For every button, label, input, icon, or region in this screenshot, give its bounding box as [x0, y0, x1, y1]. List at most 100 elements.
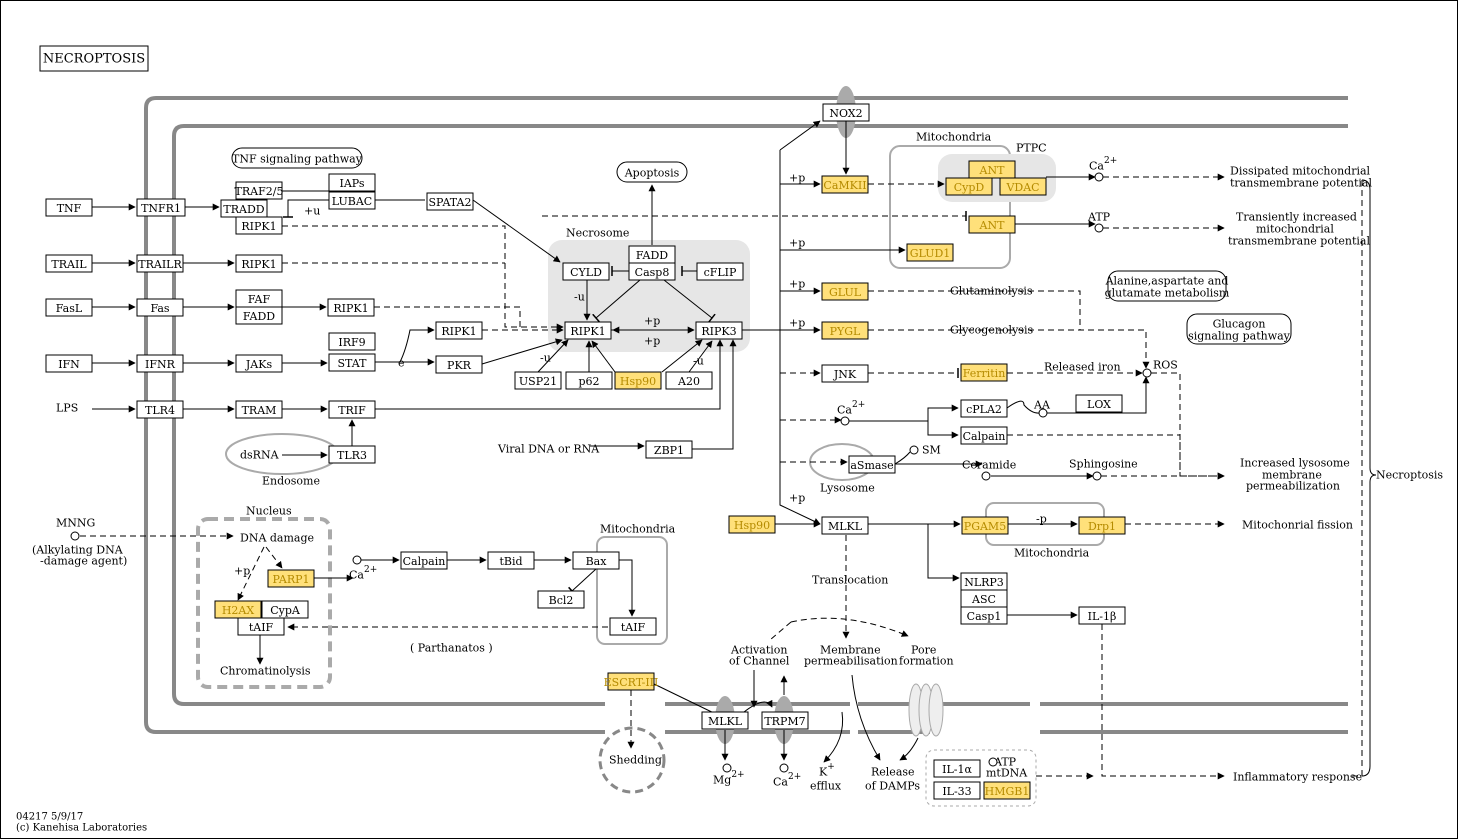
gene-tnfr1[interactable]: TNFR1 [136, 198, 186, 217]
gene-fadd-b[interactable]: FADD [628, 245, 676, 264]
gene-asc[interactable]: ASC [960, 589, 1008, 608]
label-lyso2: membrane [1262, 469, 1322, 482]
gene-a20[interactable]: A20 [665, 371, 713, 390]
gene-ripk1-d[interactable]: RIPK1 [435, 321, 483, 340]
damp-vesicle [925, 749, 1037, 807]
gene-ripk1-a[interactable]: RIPK1 [235, 216, 283, 235]
gene-taif-b[interactable]: tAIF [609, 617, 657, 636]
gene-cypa[interactable]: CypA [261, 600, 309, 619]
gene-ripk1-c[interactable]: RIPK1 [327, 298, 375, 317]
gene-taif-a[interactable]: tAIF [237, 617, 285, 636]
gene-hmgb1[interactable]: HMGB1 [983, 781, 1031, 800]
map-link-label: Apoptosis [624, 167, 680, 180]
gene-p62[interactable]: p62 [565, 371, 613, 390]
gene-bcl2[interactable]: Bcl2 [537, 590, 585, 609]
gene-asmase[interactable]: aSmase [848, 455, 896, 474]
gene-vdac[interactable]: VDAC [999, 177, 1047, 196]
gene-label: HMGB1 [985, 785, 1030, 798]
gene-il1a[interactable]: IL-1α [933, 759, 981, 778]
gene-ripk3[interactable]: RIPK3 [695, 321, 743, 340]
gene-nlrp3[interactable]: NLRP3 [960, 572, 1008, 591]
gene-label: ZBP1 [654, 444, 684, 457]
gene-nox2[interactable]: NOX2 [822, 103, 870, 122]
gene-traf25[interactable]: TRAF2/5 [235, 181, 284, 200]
gene-casp1[interactable]: Casp1 [960, 606, 1008, 625]
gene-ferritin[interactable]: Ferritin [960, 363, 1008, 382]
gene-trailr[interactable]: TRAILR [136, 254, 184, 273]
gene-casp8[interactable]: Casp8 [628, 262, 676, 281]
necroptosis-brace [1361, 179, 1377, 777]
gene-cpla2[interactable]: cPLA2 [960, 399, 1008, 418]
shedding-vesicle [598, 726, 666, 794]
gene-camkii[interactable]: CaMKII [821, 175, 869, 194]
gene-pkr[interactable]: PKR [435, 355, 483, 374]
gene-mlkl-a[interactable]: MLKL [821, 516, 869, 535]
gene-ripk1-n[interactable]: RIPK1 [564, 321, 612, 340]
gene-tlr3[interactable]: TLR3 [328, 445, 376, 464]
gene-pygl[interactable]: PYGL [821, 321, 869, 340]
label-minus-u: -u [693, 355, 704, 368]
gene-ifnr[interactable]: IFNR [136, 354, 184, 373]
gene-hsp90-a[interactable]: Hsp90 [614, 371, 662, 390]
gene-glul[interactable]: GLUL [821, 282, 869, 301]
gene-h2ax[interactable]: H2AX [214, 600, 262, 619]
gene-tbid[interactable]: tBid [487, 551, 535, 570]
label-dsrna: dsRNA [240, 449, 280, 462]
gene-jnk[interactable]: JNK [821, 364, 869, 383]
gene-fadd-a[interactable]: FADD [235, 306, 283, 325]
gene-spata2[interactable]: SPATA2 [426, 192, 474, 211]
gene-tnf[interactable]: TNF [45, 198, 93, 217]
gene-usp21[interactable]: USP21 [514, 371, 562, 390]
gene-tram[interactable]: TRAM [235, 400, 283, 419]
gene-ant-b[interactable]: ANT [968, 215, 1016, 234]
gene-irf9[interactable]: IRF9 [328, 332, 376, 351]
gene-cypd[interactable]: CypD [945, 177, 993, 196]
gene-iaps[interactable]: IAPs [328, 173, 376, 192]
gene-ifn[interactable]: IFN [45, 354, 93, 373]
gene-glud1[interactable]: GLUD1 [906, 243, 954, 262]
gene-label: TRAF2/5 [235, 185, 284, 198]
gene-label: FADD [243, 310, 275, 323]
gene-bax[interactable]: Bax [572, 551, 620, 570]
gene-tradd[interactable]: TRADD [220, 199, 268, 218]
gene-cyld[interactable]: CYLD [562, 262, 610, 281]
gene-trif[interactable]: TRIF [328, 400, 376, 419]
gene-lubac[interactable]: LUBAC [328, 191, 376, 210]
gene-label: aSmase [850, 459, 893, 472]
gene-cflip[interactable]: cFLIP [696, 262, 744, 281]
gene-label: TLR4 [145, 404, 175, 417]
gene-zbp1[interactable]: ZBP1 [645, 440, 693, 459]
gene-drp1[interactable]: Drp1 [1078, 516, 1126, 535]
gene-fas[interactable]: Fas [136, 298, 184, 317]
map-link-apoptosis[interactable]: Apoptosis [616, 161, 688, 183]
footer-copyright: (c) Kanehisa Laboratories [16, 823, 147, 834]
gene-parp1[interactable]: PARP1 [267, 569, 315, 588]
label-release1: Release [871, 766, 915, 779]
map-link-tnf[interactable]: TNF signaling pathway [231, 147, 363, 169]
compound-node [722, 763, 732, 773]
gene-pgam5[interactable]: PGAM5 [961, 516, 1009, 535]
gene-faf[interactable]: FAF [235, 289, 283, 308]
gene-calpain-a[interactable]: Calpain [960, 426, 1008, 445]
gene-tlr4[interactable]: TLR4 [136, 400, 184, 419]
gene-mlkl-b[interactable]: MLKL [701, 711, 749, 730]
gene-stat[interactable]: STAT [328, 353, 376, 372]
gene-trpm7[interactable]: TRPM7 [761, 711, 809, 730]
gene-hsp90-b[interactable]: Hsp90 [728, 515, 776, 534]
gene-fasl[interactable]: FasL [45, 298, 93, 317]
gene-jaks[interactable]: JAKs [235, 354, 283, 373]
gene-lox[interactable]: LOX [1075, 394, 1123, 413]
gene-calpain-b[interactable]: Calpain [400, 551, 448, 570]
gene-il33[interactable]: IL-33 [933, 781, 981, 800]
gene-il1b[interactable]: IL-1β [1078, 606, 1126, 625]
label-minus-p: -p [1036, 513, 1047, 526]
compound-node [1038, 408, 1048, 418]
label-mito3: Mitochondria [1014, 547, 1090, 560]
gene-ripk1-b[interactable]: RIPK1 [235, 254, 283, 273]
gene-trail[interactable]: TRAIL [45, 254, 93, 273]
gene-ant-a[interactable]: ANT [968, 160, 1016, 179]
label-plus-p: +p [789, 172, 805, 185]
gene-escrt[interactable]: ESCRT-III [604, 672, 659, 691]
